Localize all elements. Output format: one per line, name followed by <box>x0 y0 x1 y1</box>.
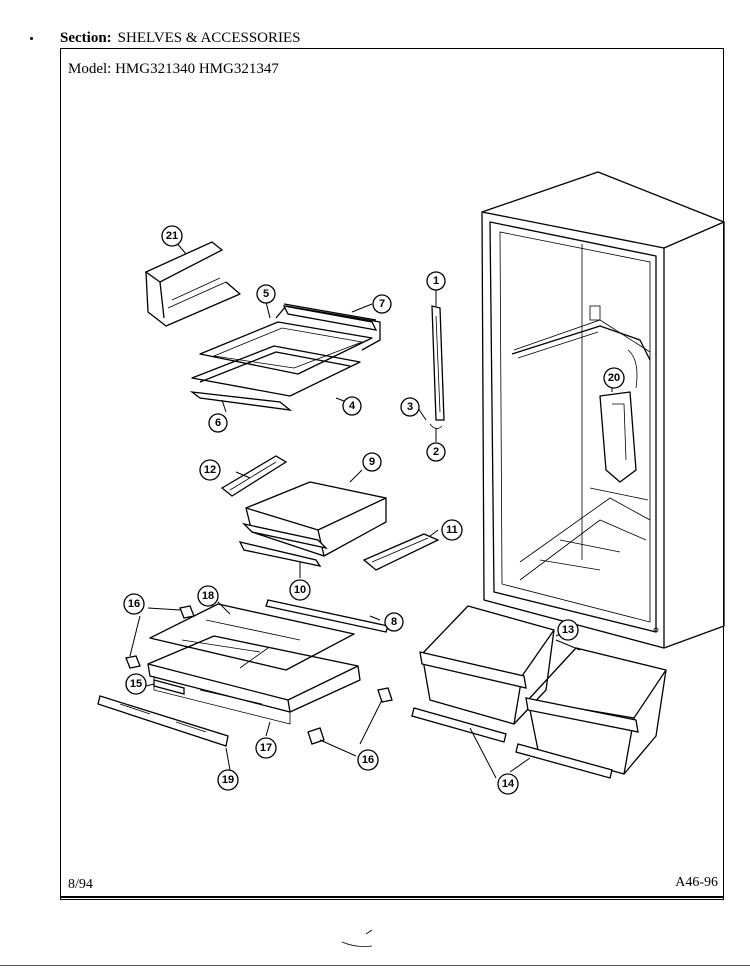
section-title: Section: SHELVES & ACCESSORIES <box>60 30 301 47</box>
svg-text:9: 9 <box>369 456 375 468</box>
svg-text:3: 3 <box>407 401 413 413</box>
svg-text:7: 7 <box>379 298 385 310</box>
callout-9: 9 <box>362 452 382 472</box>
svg-text:14: 14 <box>502 778 515 790</box>
svg-text:16: 16 <box>362 754 374 766</box>
callout-12: 12 <box>199 459 221 481</box>
svg-text:5: 5 <box>263 288 269 300</box>
svg-text:13: 13 <box>562 624 574 636</box>
shelf-assembly-lower <box>147 603 361 725</box>
callout-10: 10 <box>289 579 311 601</box>
page-code: A46-96 <box>675 875 718 890</box>
model-values: HMG321340 HMG321347 <box>115 61 279 77</box>
callout-3: 3 <box>400 397 420 417</box>
callout-17: 17 <box>255 737 277 759</box>
callout-1: 1 <box>426 271 446 291</box>
shelf-assembly-upper <box>189 303 381 411</box>
svg-text:4: 4 <box>349 400 356 412</box>
svg-text:21: 21 <box>166 230 178 242</box>
callout-18: 18 <box>197 585 219 607</box>
scan-speck <box>30 37 33 40</box>
section-label: Section: <box>60 30 112 46</box>
callout-20: 20 <box>603 367 625 389</box>
refrigerator-cabinet <box>481 171 725 649</box>
callout-8: 8 <box>384 612 404 632</box>
trim-part-19 <box>97 695 229 747</box>
svg-text:20: 20 <box>608 372 620 384</box>
model-label: Model: <box>68 61 112 77</box>
model-line: Model: HMG321340 HMG321347 <box>68 61 279 78</box>
callout-7: 7 <box>372 294 392 314</box>
svg-text:16: 16 <box>128 598 140 610</box>
svg-text:11: 11 <box>446 524 458 536</box>
svg-text:8: 8 <box>391 616 397 628</box>
callout-16-lower: 16 <box>357 749 379 771</box>
svg-text:18: 18 <box>202 590 214 602</box>
svg-text:10: 10 <box>294 584 306 596</box>
rail-part-8 <box>265 599 389 633</box>
callout-16-upper: 16 <box>123 593 145 615</box>
scan-smudge <box>341 929 373 947</box>
svg-text:19: 19 <box>222 774 234 786</box>
callout-11: 11 <box>441 519 463 541</box>
svg-text:2: 2 <box>433 446 439 458</box>
svg-text:1: 1 <box>433 275 439 287</box>
svg-text:12: 12 <box>204 464 216 476</box>
callout-4: 4 <box>342 396 362 416</box>
callout-14: 14 <box>497 773 519 795</box>
drawer-assembly-middle <box>220 455 440 571</box>
page-bottom-rule <box>0 965 750 966</box>
part-21-cover <box>144 241 241 327</box>
callout-2: 2 <box>426 442 446 462</box>
callout-15: 15 <box>125 673 147 695</box>
callout-21: 21 <box>161 225 183 247</box>
revision-date: 8/94 <box>68 877 93 892</box>
callout-19: 19 <box>217 769 239 791</box>
svg-text:17: 17 <box>260 742 272 754</box>
svg-text:6: 6 <box>215 417 221 429</box>
svg-text:15: 15 <box>130 678 142 690</box>
crisper-drawers <box>411 605 667 779</box>
callout-6: 6 <box>208 413 228 433</box>
callout-5: 5 <box>256 284 276 304</box>
footer-rule <box>60 896 724 898</box>
rail-part-1 <box>429 305 445 429</box>
section-value: SHELVES & ACCESSORIES <box>117 30 301 46</box>
callout-13: 13 <box>557 619 579 641</box>
